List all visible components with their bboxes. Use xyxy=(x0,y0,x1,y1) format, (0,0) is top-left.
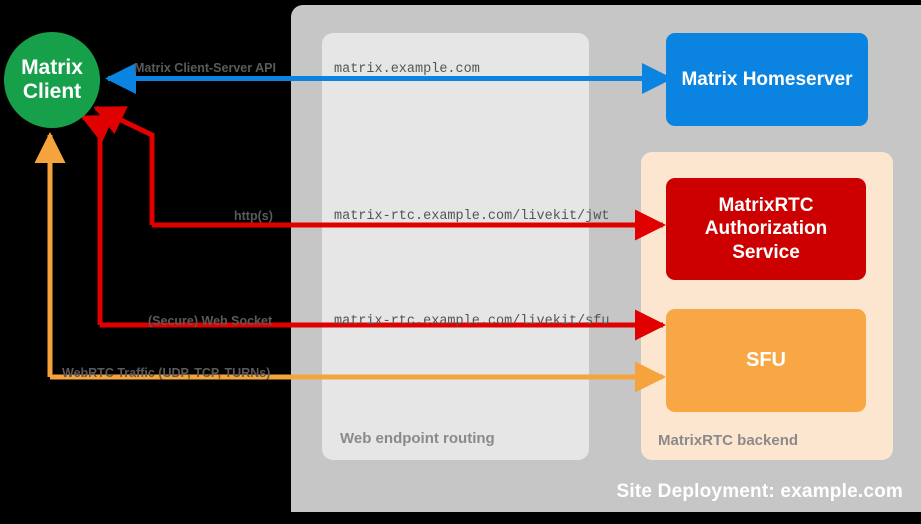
label-secure-web-socket: (Secure) Web Socket xyxy=(148,314,273,328)
wire-web-socket-to-client xyxy=(80,114,115,325)
matrix-homeserver-node[interactable]: Matrix Homeserver xyxy=(666,33,868,126)
auth-service-label-line3: Service xyxy=(732,241,800,263)
matrix-homeserver-label: Matrix Homeserver xyxy=(681,68,853,90)
label-http-s: http(s) xyxy=(234,209,273,223)
endpoint-livekit-jwt: matrix-rtc.example.com/livekit/jwt xyxy=(334,209,610,224)
matrixrtc-backend-label: MatrixRTC backend xyxy=(658,432,799,449)
label-matrix-client-server-api: Matrix Client-Server API xyxy=(134,61,276,75)
web-endpoint-routing-panel: Web endpoint routing xyxy=(322,33,589,460)
label-webrtc-traffic: WebRTC Traffic (UDP, TCP, TURNs) xyxy=(62,366,271,380)
auth-service-label-line2: Authorization xyxy=(704,218,828,240)
site-deployment-label: Site Deployment: example.com xyxy=(616,481,903,502)
matrix-client-label-line1: Matrix xyxy=(21,56,83,80)
sfu-node[interactable]: SFU xyxy=(666,309,866,412)
sfu-label: SFU xyxy=(746,349,786,372)
matrix-client-label-line2: Client xyxy=(22,80,82,103)
auth-service-label-line1: MatrixRTC xyxy=(718,195,814,217)
web-endpoint-routing-label: Web endpoint routing xyxy=(340,430,495,447)
matrixrtc-authorization-service-node[interactable]: MatrixRTC Authorization Service xyxy=(666,178,866,280)
wire-http-s-to-client xyxy=(93,105,155,225)
endpoint-matrix-example-com: matrix.example.com xyxy=(334,62,480,77)
matrix-client-node[interactable]: Matrix Client xyxy=(4,32,100,128)
endpoint-livekit-sfu: matrix-rtc.example.com/livekit/sfu xyxy=(334,314,610,329)
